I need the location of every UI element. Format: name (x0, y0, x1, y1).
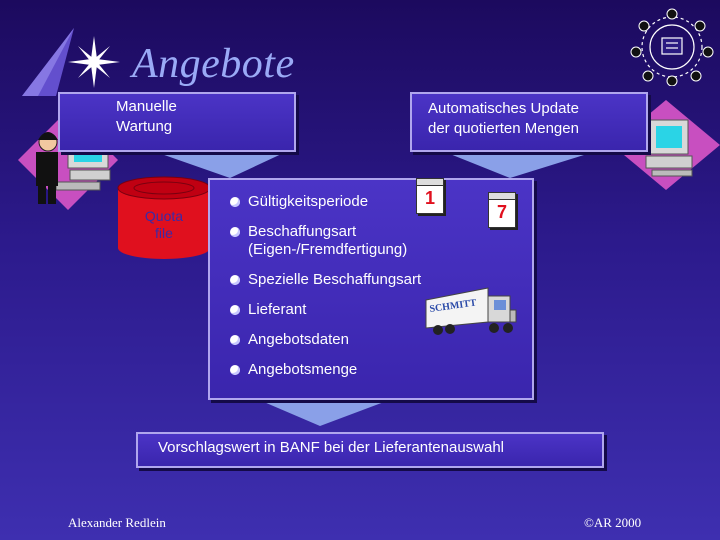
bullet-icon (230, 335, 240, 345)
star-logo-icon (22, 28, 120, 96)
list-item: Angebotsdaten (230, 331, 520, 349)
truck-icon: SCHMITT (425, 287, 517, 335)
list-item: Angebotsmenge (230, 361, 520, 379)
auto-update-label: Automatisches Update der quotierten Meng… (428, 100, 579, 137)
list-item: Lieferant (230, 301, 520, 319)
quota-file-label: Quota file (144, 208, 184, 241)
manual-maintenance-label: Manuelle Wartung (116, 98, 177, 135)
bullet-icon (230, 365, 240, 375)
proposal-box (136, 432, 604, 468)
auto-update-box (410, 92, 648, 152)
manual-maintenance-box (58, 92, 296, 152)
page-title: Angebote (132, 41, 295, 87)
attribute-list: Gültigkeitsperiode Beschaffungsart (Eige… (230, 193, 520, 379)
list-item: Gültigkeitsperiode (230, 193, 520, 211)
user-at-computer-icon (18, 110, 118, 210)
proposal-label: Vorschlagswert in BANF bei der Lieferant… (158, 439, 505, 456)
list-item: Spezielle Beschaffungsart (230, 271, 520, 289)
bullet-icon (230, 305, 240, 315)
attributes-panel (208, 178, 534, 400)
calendar-start-icon: 1 (416, 178, 444, 214)
list-item: Beschaffungsart (Eigen-/Fremdfertigung) (230, 223, 520, 259)
quota-file-cylinder (117, 176, 211, 259)
bullet-icon (230, 227, 240, 237)
footer-author: Alexander Redlein (68, 515, 166, 530)
footer-copyright: ©AR 2000 (584, 515, 642, 530)
network-icon (630, 8, 714, 86)
calendar-end-icon: 7 (488, 192, 516, 228)
bullet-icon (230, 197, 240, 207)
bullet-icon (230, 275, 240, 285)
